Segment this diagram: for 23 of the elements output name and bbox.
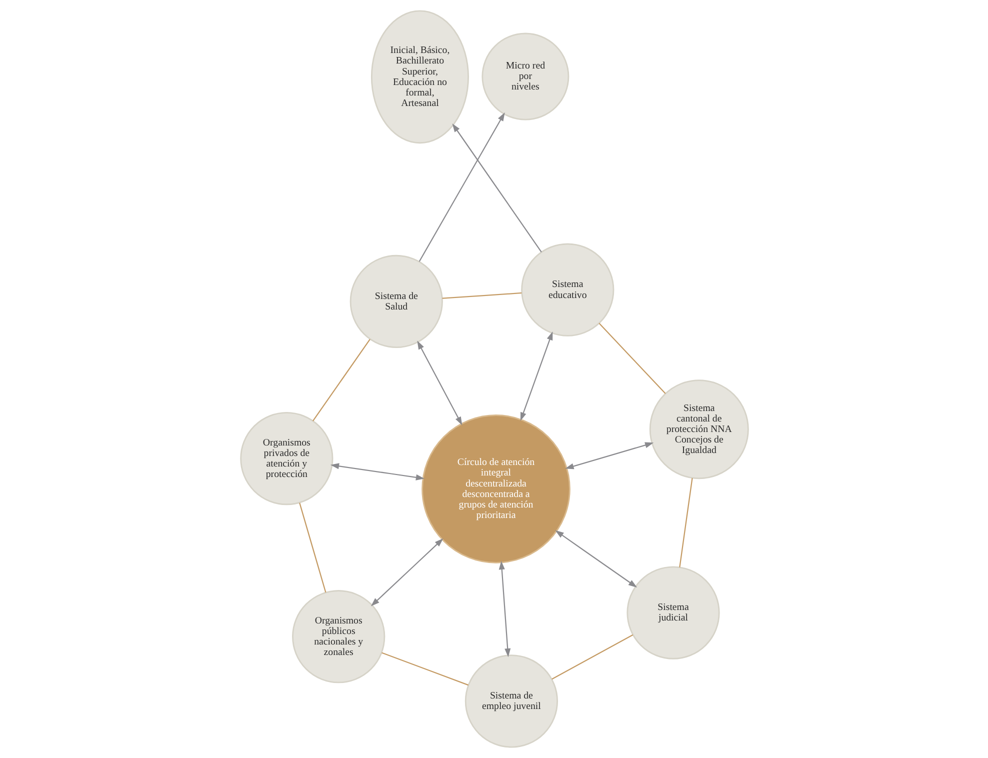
arrow — [370, 538, 443, 606]
arrow — [564, 442, 654, 470]
connector — [381, 652, 468, 686]
connector — [312, 339, 370, 422]
node-circle: Sistema educativo — [520, 243, 614, 336]
arrow — [418, 112, 504, 262]
node-circle: Sistema de empleo juvenil — [464, 654, 558, 748]
connector — [551, 634, 633, 680]
node-circle: Organismos privados de atención y protección — [240, 412, 333, 506]
node-circle: Sistema de Salud — [349, 254, 442, 348]
connector — [298, 502, 326, 593]
arrow — [554, 530, 637, 588]
arrow — [520, 331, 552, 422]
arrow — [452, 123, 542, 252]
node-circle: Sistema cantonal de protección NNA Concejos de Igualdad — [648, 380, 748, 480]
connector — [598, 322, 666, 394]
arrow — [416, 340, 462, 426]
connector — [442, 292, 522, 299]
node-ellipse: Inicial, Básico, Bachillerato Superior, Educación no formal, Artesanal — [370, 10, 468, 144]
connector — [678, 478, 692, 568]
arrow — [330, 463, 424, 480]
node-circle: Organismos públicos nacionales y zonales — [292, 590, 385, 684]
arrow — [498, 560, 510, 658]
